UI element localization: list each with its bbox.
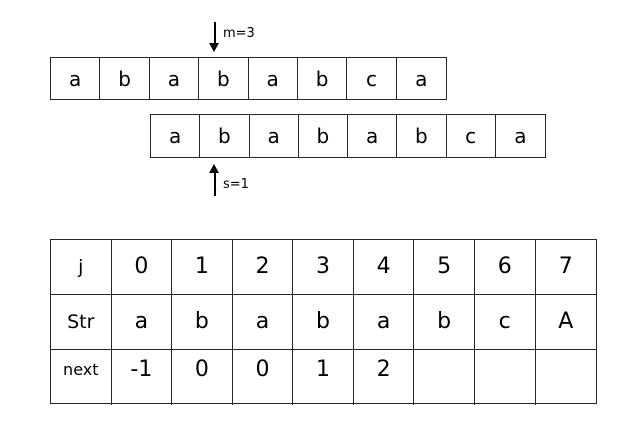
pattern-cell-6: c [347,58,397,99]
next-cell-7 [536,350,597,405]
text-cell-6: c [446,115,496,157]
str-cell-0: a [112,295,173,349]
text-strip: a b a b a b c a [150,114,546,158]
text-cell-4: a [348,115,398,157]
pattern-cell-3: b [199,58,249,99]
pattern-cell-5: b [297,58,348,99]
j-cell-4: 4 [354,240,415,294]
str-cell-6: c [475,295,536,349]
str-cell-3: b [293,295,354,349]
marker-m-label: m=3 [223,26,255,41]
arrow-stem [214,172,216,196]
marker-s-label: s=1 [223,177,249,192]
str-cell-1: b [172,295,233,349]
marker-m: m=3 [209,22,255,52]
row-header-str: Str [51,295,112,349]
pattern-cell-7: a [396,58,446,99]
next-array-table: j 0 1 2 3 4 5 6 7 Str a b a b a b c A ne… [50,239,597,405]
j-cell-2: 2 [233,240,294,294]
arrow-up-icon [209,164,220,196]
next-cell-3: 1 [293,350,354,405]
j-cell-0: 0 [112,240,173,294]
table-row-j: j 0 1 2 3 4 5 6 7 [51,240,596,295]
row-header-next: next [51,350,112,405]
j-cell-5: 5 [414,240,475,294]
row-header-j: j [51,240,112,294]
j-cell-3: 3 [293,240,354,294]
pattern-cell-2: a [149,58,200,99]
text-cell-5: b [397,115,447,157]
next-cell-5 [414,350,475,405]
str-cell-4: a [354,295,415,349]
pattern-cell-4: a [248,58,298,99]
text-cell-0: a [151,115,201,157]
next-cell-4: 2 [354,350,415,405]
j-cell-6: 6 [475,240,536,294]
j-cell-7: 7 [558,254,573,279]
next-cell-0: -1 [112,350,173,405]
j-cell-1: 1 [172,240,233,294]
table-row-str: Str a b a b a b c A [51,295,596,350]
marker-s: s=1 [209,164,249,196]
arrow-down-icon [209,22,220,52]
pattern-strip: a b a b a b c a [50,57,447,100]
text-cell-1: b [200,115,250,157]
text-cell-7: a [495,115,545,157]
str-cell-7: A [558,309,574,334]
arrow-stem [214,22,216,45]
str-cell-5: b [414,295,475,349]
next-cell-6 [475,350,536,405]
table-row-next: next -1 0 0 1 2 [51,350,596,405]
arrow-head [209,43,219,52]
arrow-head [209,164,219,173]
text-cell-2: a [249,115,299,157]
pattern-cell-1: b [100,58,150,99]
text-cell-3: b [298,115,348,157]
str-cell-2: a [233,295,294,349]
next-cell-2: 0 [233,350,294,405]
next-cell-1: 0 [172,350,233,405]
pattern-cell-0: a [51,58,101,99]
